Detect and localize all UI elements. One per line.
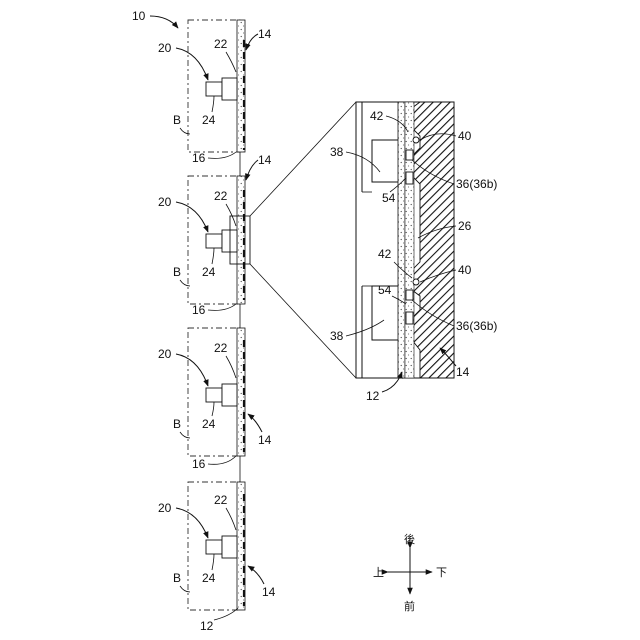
label-24-u3: 24: [202, 417, 216, 431]
label-38-bottom: 38: [330, 329, 344, 343]
label-24-u2: 24: [202, 265, 216, 279]
label-20-u4: 20: [158, 501, 172, 515]
label-12-detail: 12: [366, 389, 380, 403]
dir-down: 下: [436, 566, 447, 579]
direction-indicator: 後 前 上 下: [373, 532, 447, 613]
label-20-u1: 20: [158, 41, 172, 55]
label-26: 26: [458, 219, 472, 233]
enlarged-detail: 42 40 38 36(36b) 54 26 42 40 54 36(36b) …: [330, 102, 497, 403]
label-42-top: 42: [370, 109, 384, 123]
seat-unit-2: 20 22 24 B 14 16: [158, 153, 272, 317]
label-24-u4: 24: [202, 571, 216, 585]
label-38-top: 38: [330, 145, 344, 159]
label-22-u4: 22: [214, 493, 228, 507]
dir-front: 前: [404, 599, 415, 613]
label-B-u4: B: [173, 571, 181, 585]
label-16-u1: 16: [192, 151, 206, 165]
airbag-cover-1: [237, 20, 245, 152]
label-54-top: 54: [382, 191, 396, 205]
label-20-u3: 20: [158, 347, 172, 361]
label-B-u3: B: [173, 417, 181, 431]
inner-panel-strip: [398, 102, 405, 378]
label-12: 12: [200, 619, 214, 633]
label-22-u2: 22: [214, 189, 228, 203]
label-22-u3: 22: [214, 341, 228, 355]
label-22-u1: 22: [214, 37, 228, 51]
seat-unit-1: 20 22 24 B 14 16: [158, 20, 272, 165]
label-16-u2: 16: [192, 303, 206, 317]
projection-line-bottom: [250, 264, 356, 378]
label-14-detail: 14: [456, 365, 470, 379]
label-B-u2: B: [173, 265, 181, 279]
label-20-u2: 20: [158, 195, 172, 209]
label-14-u3: 14: [258, 433, 272, 447]
label-24-u1: 24: [202, 113, 216, 127]
seat-unit-4: 20 22 24 B 14 12: [158, 482, 276, 633]
seat-unit-3: 20 22 24 B 14 16: [158, 328, 272, 471]
label-54-bottom: 54: [378, 283, 392, 297]
label-B-u1: B: [173, 113, 181, 127]
label-14-u4: 14: [262, 585, 276, 599]
label-40-bottom: 40: [458, 263, 472, 277]
tear-region-26: [405, 102, 414, 378]
buckle-1: [206, 82, 222, 96]
label-40-top: 40: [458, 129, 472, 143]
label-42-bottom: 42: [378, 247, 392, 261]
label-14-u2: 14: [258, 153, 272, 167]
label-14-u1: 14: [258, 27, 272, 41]
dir-up: 上: [373, 566, 384, 579]
main-ref-arrow: [150, 16, 178, 28]
label-36-bottom: 36(36b): [456, 319, 497, 333]
label-36-top: 36(36b): [456, 177, 497, 191]
label-16-u3: 16: [192, 457, 206, 471]
label-main-ref: 10: [132, 9, 146, 23]
dir-back: 後: [404, 532, 415, 546]
